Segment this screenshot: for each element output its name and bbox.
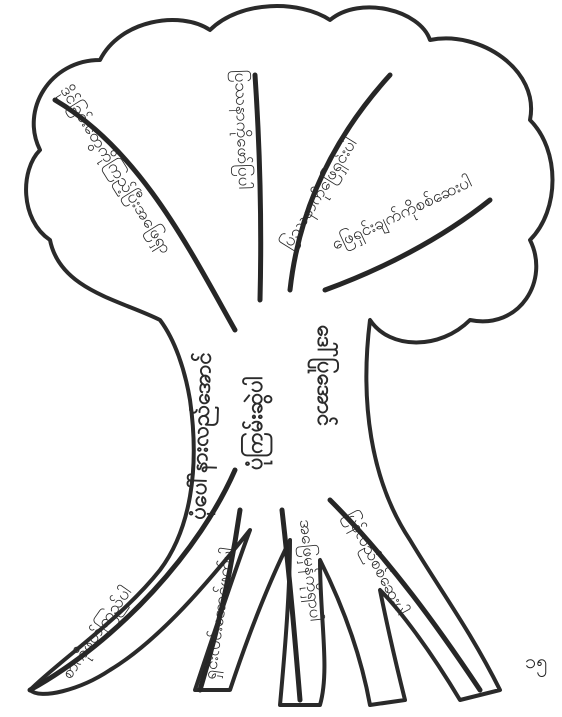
page-number: ၁၅ bbox=[525, 649, 548, 677]
branch-label-1: ဒိုင်ခြင်းတွေကိုကြည့်ပြီးအဖြေရှာ bbox=[53, 81, 177, 259]
branch-line-3 bbox=[290, 75, 390, 290]
root-label-1: စာကိုဖတ်ကြည့်ပါ bbox=[56, 582, 138, 685]
branch-line-2 bbox=[255, 75, 261, 300]
trunk-center-label: ပုံကြမ်းဆွဲပါ bbox=[240, 376, 273, 470]
root-label-2: ရှင်းလင်းအောင်ဖတ်ပါ bbox=[199, 546, 241, 681]
trunk-right-label: ဒေါ်ပြုအောင် bbox=[307, 325, 340, 426]
root-label-3: အဖြေမှန်ကိုရှာပါ bbox=[292, 518, 328, 622]
branch-label-4: ဖြေရှင်းချက်ကိုစစ်ဆေးပါ bbox=[328, 170, 477, 257]
trunk-left-label: ပုံပေါ်နားလည်အောင် bbox=[184, 352, 222, 520]
branch-label-2: ပြဿနာကိုဖော်ပြပါ bbox=[227, 69, 256, 189]
